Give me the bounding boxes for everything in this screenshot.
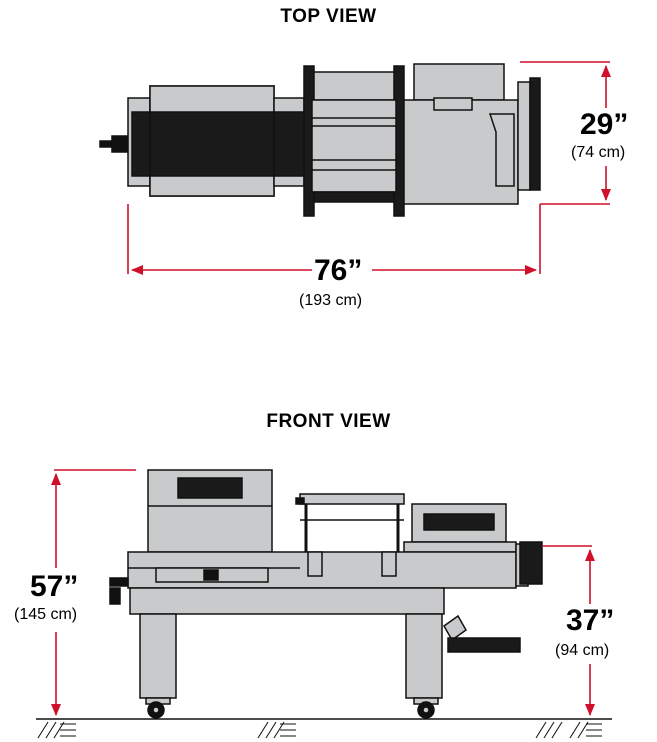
height-dim-imperial: 57” <box>30 570 79 603</box>
top-view-title: TOP VIEW <box>280 6 377 27</box>
depth-dim-metric: (74 cm) <box>571 144 626 161</box>
front-view-title: FRONT VIEW <box>266 411 391 432</box>
top-view-dimensions <box>127 61 611 275</box>
width-dim-imperial: 76” <box>314 254 363 287</box>
height-dim-metric: (145 cm) <box>14 606 78 623</box>
width-dim-metric: (193 cm) <box>299 292 363 309</box>
front-view-dimensions <box>51 469 595 716</box>
floor-line <box>36 718 612 739</box>
table-height-dim-imperial: 37” <box>566 604 615 637</box>
depth-dim-imperial: 29” <box>580 108 629 141</box>
top-view-machine <box>99 63 541 217</box>
front-view-machine <box>109 469 543 719</box>
table-height-dim-metric: (94 cm) <box>555 642 610 659</box>
